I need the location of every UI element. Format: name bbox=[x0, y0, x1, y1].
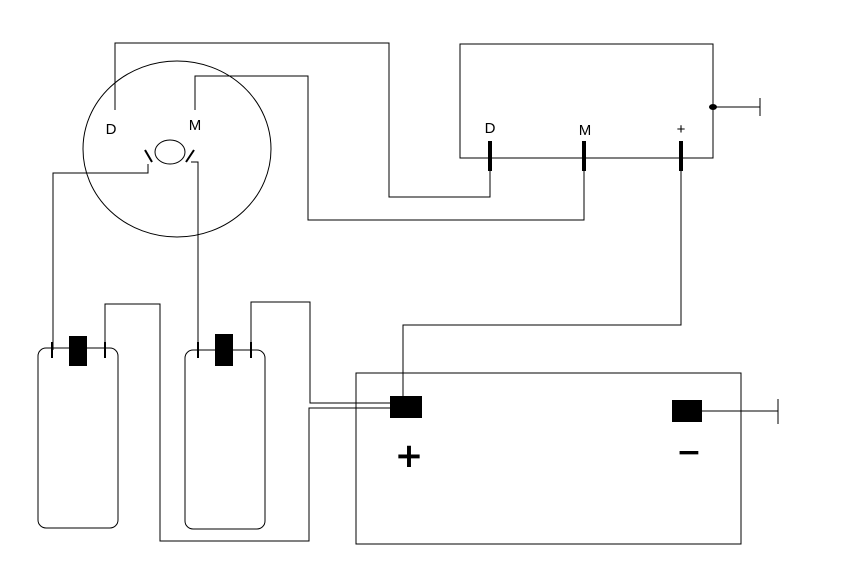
wire-d bbox=[114, 42, 491, 198]
wire-contact-to-cell-left bbox=[52, 164, 149, 350]
regulator-terminal-d bbox=[488, 141, 492, 171]
wire-m bbox=[194, 75, 585, 221]
dynamo-label-d: D bbox=[106, 121, 117, 138]
cell-right-cap bbox=[215, 334, 233, 366]
wire-plus bbox=[402, 171, 682, 400]
cell-left-cap bbox=[69, 336, 87, 366]
cell-left-post-a bbox=[51, 342, 53, 358]
wire-contact-to-cell-right bbox=[191, 161, 199, 350]
cell-right bbox=[184, 349, 266, 530]
dynamo-circle bbox=[82, 60, 272, 238]
regulator-label-m: M bbox=[579, 122, 592, 139]
dynamo-lamp bbox=[154, 139, 186, 165]
wire-cell-right-to-battery bbox=[250, 301, 390, 404]
dynamo-contact-right bbox=[185, 149, 195, 163]
battery-minus-sign: − bbox=[676, 435, 701, 470]
regulator-box bbox=[459, 43, 714, 159]
dynamo-label-m: M bbox=[189, 117, 202, 134]
battery-terminal-plus bbox=[390, 396, 422, 418]
regulator-label-d: D bbox=[485, 120, 496, 137]
battery-plus-sign: + bbox=[395, 436, 424, 476]
regulator-terminal-plus bbox=[679, 141, 683, 171]
regulator-label-plus: + bbox=[677, 121, 686, 138]
regulator-terminal-m bbox=[582, 141, 586, 171]
regulator-ground-dot bbox=[709, 104, 717, 110]
wire-cell-left-to-battery bbox=[104, 303, 390, 542]
battery-terminal-minus bbox=[672, 400, 702, 422]
cell-left bbox=[37, 347, 119, 529]
dynamo-contact-left bbox=[144, 149, 153, 163]
battery-box bbox=[355, 372, 742, 545]
